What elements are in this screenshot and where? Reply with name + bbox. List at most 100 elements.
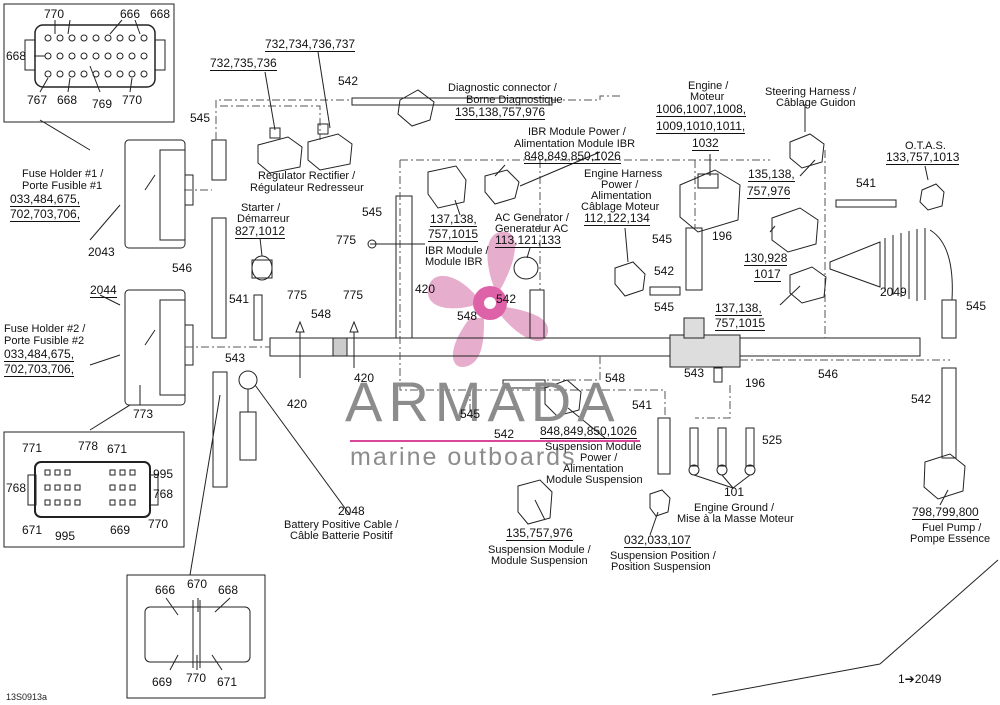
fuse-holder-2-label-fr: Porte Fusible #2 <box>4 335 85 347</box>
harness-546-b: 546 <box>818 367 839 381</box>
callout-671-bottom: 671 <box>22 523 43 537</box>
callout-669-left-inset: 669 <box>110 523 131 537</box>
engine-harness-power-connector <box>614 261 646 297</box>
ibr-power-label-fr: Alimentation Module IBR <box>514 138 636 150</box>
ibr-power-label-en: IBR Module Power / <box>528 126 626 138</box>
harness-542-c: 542 <box>911 392 932 406</box>
fuse-holder-2-parts-2: 702,703,706, <box>4 362 75 377</box>
callout-775-b: 775 <box>287 288 308 302</box>
engine-harness-label-1: Engine Harness <box>584 168 663 180</box>
top-connector-inset-frame <box>3 3 175 123</box>
starter-label-en: Starter / <box>241 202 281 214</box>
bottom-connector <box>144 606 251 663</box>
diagnostic-connector <box>397 89 435 127</box>
ibr-module-label-en: IBR Module / <box>425 245 489 257</box>
harness-545-f: 545 <box>460 407 481 421</box>
suspension-module-parts: 135,757,976 <box>506 526 573 541</box>
ibr-connector <box>427 165 467 209</box>
harness-545-c: 545 <box>652 232 673 246</box>
top-connector-pins <box>44 34 148 78</box>
callout-769: 769 <box>92 97 113 111</box>
callout-arrow-2049: 1➔2049 <box>898 672 942 686</box>
ibr-connector-parts-2: 757,1015 <box>428 227 479 242</box>
harness-545-a: 545 <box>190 111 211 125</box>
callout-2044: 2044 <box>90 283 117 298</box>
suspension-power-connector <box>544 379 582 417</box>
engine-harness-label-3: Alimentation <box>591 190 652 202</box>
callout-666-bottom-inset: 666 <box>155 583 176 597</box>
harness-542-a: 542 <box>496 292 517 306</box>
fuse-holder-1-parts-1: 033,484,675, <box>10 192 81 207</box>
suspension-module-connector <box>517 479 553 525</box>
callout-768-right: 768 <box>153 487 174 501</box>
callout-671-bottom-inset: 671 <box>217 675 238 689</box>
suspension-power-label-3: Alimentation <box>563 463 624 475</box>
callout-770-top: 770 <box>44 7 65 21</box>
ibr-power-connector <box>484 169 520 205</box>
ac-generator-connector <box>513 256 539 280</box>
harness-542-d: 542 <box>494 427 515 441</box>
steering-parts-6: 757,1015 <box>715 316 766 331</box>
suspension-power-label-2: Power / <box>580 452 618 464</box>
callout-196-ground: 196 <box>745 376 766 390</box>
callout-767: 767 <box>27 93 48 107</box>
callout-995-right: 995 <box>153 467 174 481</box>
watermark-tagline: marine outboards <box>350 443 577 471</box>
otas-label: O.T.A.S. <box>905 140 946 152</box>
callout-670: 670 <box>187 577 208 591</box>
suspension-power-label-4: Module Suspension <box>546 474 643 486</box>
callout-770-bottom-inset: 770 <box>186 671 207 685</box>
harness-543-b: 543 <box>684 366 705 380</box>
callout-666: 666 <box>120 7 141 21</box>
harness-545-b: 545 <box>362 205 383 219</box>
harness-546-a: 546 <box>172 261 193 275</box>
diagnostic-parts: 135,138,757,976 <box>455 105 546 120</box>
diagnostic-label-fr: Borne Diagnostique <box>466 94 563 106</box>
regulator-label-en: Regulator Rectifier / <box>258 170 356 182</box>
fuel-pump-label-en: Fuel Pump / <box>922 522 982 534</box>
callout-2048: 2048 <box>338 504 365 518</box>
fuse-holder-2 <box>124 289 186 406</box>
engine-parts-2: 1009,1010,1011, <box>656 119 746 134</box>
callout-778: 778 <box>78 439 99 453</box>
battery-label-fr: Câble Batterie Positif <box>290 530 393 542</box>
main-harness-junction <box>669 334 741 368</box>
starter-label-fr: Démarreur <box>237 213 290 225</box>
harness-548-c: 548 <box>605 371 626 385</box>
ac-generator-parts: 113,121,133 <box>495 233 561 248</box>
harness-545-e: 545 <box>966 299 987 313</box>
steering-connector-3 <box>789 266 827 304</box>
bottom-connector-inset-frame <box>126 574 266 699</box>
harness-548-a: 548 <box>311 307 332 321</box>
fuel-pump-label-fr: Pompe Essence <box>910 533 991 545</box>
engine-label-fr: Moteur <box>690 91 725 103</box>
engine-ground-label-en: Engine Ground / <box>694 502 775 514</box>
suspension-power-label-1: Suspension Module <box>545 441 642 453</box>
callout-770-left-inset: 770 <box>148 517 169 531</box>
callout-420-c: 420 <box>354 371 375 385</box>
steering-bellows <box>829 228 953 301</box>
fuse-holder-1-label-fr: Porte Fusible #1 <box>22 180 103 192</box>
steering-parts-3: 130,928 <box>744 251 788 266</box>
clips <box>295 239 425 378</box>
harness-545-d: 545 <box>654 300 675 314</box>
ibr-power-parts: 848,849,850,1026 <box>524 149 621 164</box>
harness-541-a: 541 <box>229 292 250 306</box>
main-harness-bar <box>269 337 921 357</box>
ibr-connector-parts-1: 137,138, <box>430 212 477 227</box>
regulator-rectifier <box>257 123 353 174</box>
callout-771: 771 <box>22 441 43 455</box>
steering-parts-4: 1017 <box>754 267 781 282</box>
callout-420-a: 420 <box>415 282 436 296</box>
fuse-holder-2-parts-1: 033,484,675, <box>4 347 75 362</box>
steering-connector-2 <box>771 207 819 253</box>
callout-995-bottom: 995 <box>55 529 76 543</box>
callout-420-b: 420 <box>287 397 308 411</box>
steering-label-fr: Câblage Guidon <box>776 97 856 109</box>
engine-label-en: Engine / <box>688 80 729 92</box>
callout-101: 101 <box>724 485 745 499</box>
steering-parts-1: 135,138, <box>748 167 795 182</box>
otas-connector <box>919 183 945 211</box>
starter-parts: 827,1012 <box>235 224 286 239</box>
